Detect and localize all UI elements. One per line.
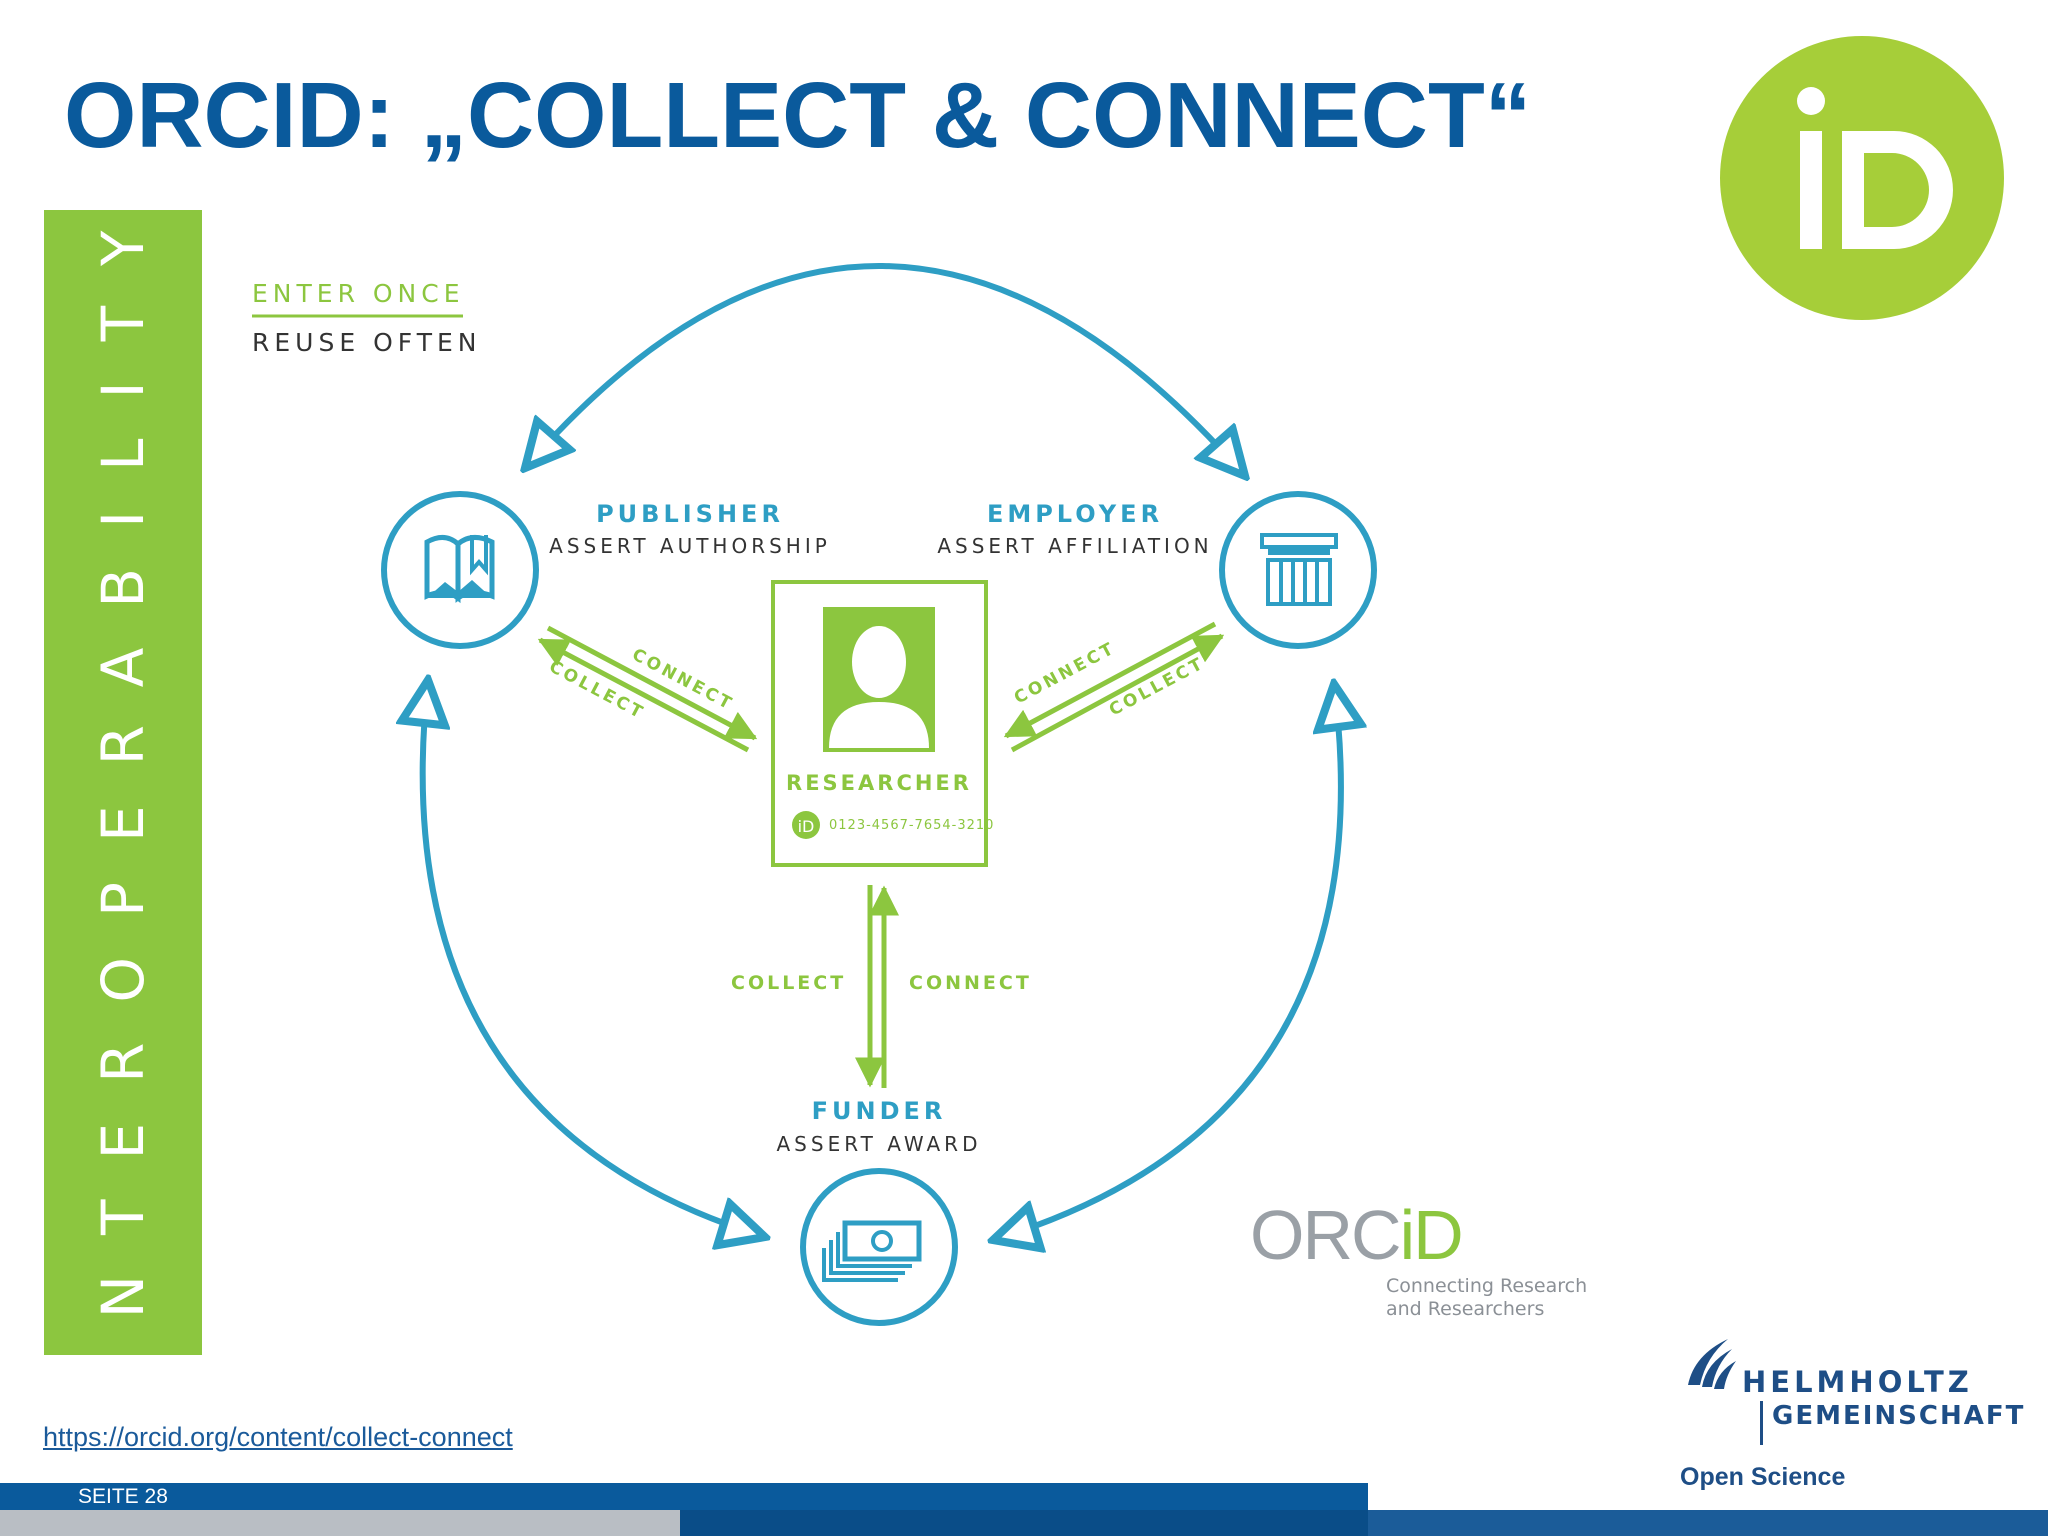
book-icon [424,535,495,604]
label-employer-collect: COLLECT [1106,653,1208,720]
researcher-name: RESEARCHER [786,771,972,795]
employer-name: EMPLOYER [987,500,1163,528]
arc-publisher-employer [525,263,1245,476]
orcid-badge-icon [1720,36,2004,320]
orcid-logo-word: ORC [1250,1196,1402,1274]
arrow-employer-collect [1010,633,1225,753]
helmholtz-divider [1760,1401,1763,1445]
helmholtz-logo: HELMHOLTZ GEMEINSCHAFT Open Science [1680,1335,2023,1495]
source-link[interactable]: https://orcid.org/content/collect-connec… [43,1422,513,1452]
legend-reuse-often: REUSE OFTEN [252,328,481,357]
employer-circle [1219,491,1377,649]
footer-right-bar [1368,1510,2048,1536]
helmholtz-open-science: Open Science [1680,1463,1846,1491]
orcid-logo: ORCiD Connecting Research and Researcher… [1250,1195,1587,1320]
employer-action: ASSERT AFFILIATION [937,534,1212,558]
researcher-id: 0123-4567-7654-3210 [829,818,994,833]
orcid-logo-id: iD [1399,1196,1464,1274]
helmholtz-name: HELMHOLTZ [1742,1365,1973,1399]
arc-employer-funder [993,684,1341,1240]
money-icon [822,1220,922,1282]
arrow-publisher-connect [546,625,758,741]
publisher-name: PUBLISHER [596,500,784,528]
arc-publisher-funder [423,680,765,1237]
slide-title: ORCID: „COLLECT & CONNECT“ [64,63,1532,167]
arrow-employer-connect [1003,621,1217,739]
label-funder-collect: COLLECT [731,972,846,994]
researcher-id-badge: iD [798,817,815,836]
funder-action: ASSERT AWARD [777,1132,982,1156]
label-funder-connect: CONNECT [909,972,1032,994]
arrow-publisher-collect [537,637,750,753]
funder-name: FUNDER [812,1097,947,1125]
footer-bar [0,1483,1368,1510]
funder-circle [800,1168,958,1326]
helmholtz-gemeinschaft: GEMEINSCHAFT [1772,1401,2026,1431]
interoperability-sidebar: INTEROPERABILITY [44,190,202,1375]
page-number: SEITE 28 [78,1485,168,1508]
publisher-action: ASSERT AUTHORSHIP [549,534,831,558]
researcher-id-icon [792,811,820,839]
person-icon [823,607,935,752]
orcid-tagline-1: Connecting Research [1386,1275,1588,1297]
footer-gray-bar [0,1510,680,1536]
orcid-tagline-2: and Researchers [1386,1298,1545,1320]
building-icon [1260,533,1338,606]
helmholtz-wing-icon [1688,1339,1736,1389]
legend-enter-once: ENTER ONCE [252,279,465,308]
